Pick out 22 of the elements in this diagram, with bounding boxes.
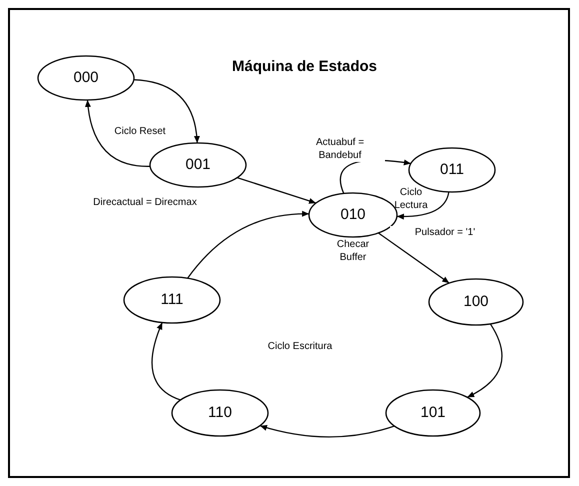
state-code: 011	[440, 160, 464, 180]
cycle-label: Ciclo Lectura	[393, 186, 429, 212]
state-code: 110	[208, 402, 232, 423]
state-code: 000	[73, 68, 99, 88]
diagram-title: Máquina de Estados	[232, 57, 378, 77]
state-code: 010	[340, 204, 366, 225]
state-code: 101	[420, 402, 446, 423]
transition-arrow	[134, 79, 200, 144]
state-code: 001	[185, 154, 211, 175]
transition-arrow	[396, 192, 450, 220]
cycle-label: Ciclo Escritura	[266, 340, 334, 353]
transition-arrow	[85, 100, 150, 167]
transition-arrow	[260, 424, 395, 438]
transition-arrow	[237, 177, 316, 204]
cycle-label: Ciclo Reset	[113, 125, 167, 138]
state-code: 111	[160, 290, 184, 310]
transition-arrow	[187, 210, 310, 279]
transition-arrow	[152, 322, 181, 401]
transition-arrow	[378, 232, 450, 284]
state-code: 100	[463, 292, 489, 312]
transition-arrow	[466, 324, 502, 398]
state-caption: Checar Buffer	[336, 238, 370, 264]
